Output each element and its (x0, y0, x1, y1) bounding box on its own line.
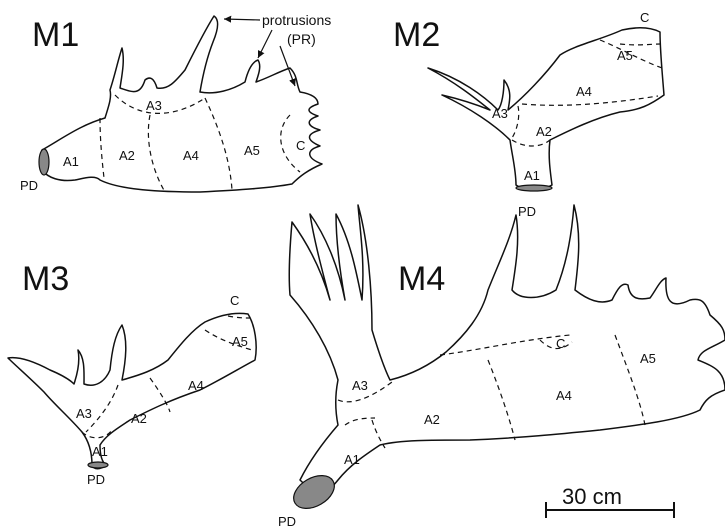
m2-zone-divider (620, 44, 660, 45)
m1-title: M1 (32, 16, 79, 54)
m4-a4-label: A4 (556, 388, 572, 403)
m4-antler-outline (289, 205, 725, 492)
m2-a5-label: A5 (617, 48, 633, 63)
m2-pd-label: PD (518, 204, 536, 219)
m4-zone-divider (615, 335, 645, 425)
protrusion-arrow (224, 19, 260, 20)
m1-a1-label: A1 (63, 154, 79, 169)
m4-c-label: C (556, 336, 565, 351)
protrusions-abbrev: (PR) (287, 31, 316, 47)
m2-zone-divider (512, 106, 519, 138)
m1-a5-label: A5 (244, 143, 260, 158)
m4-pedicle-cap (288, 469, 340, 515)
m2-pedicle-cap (516, 185, 552, 191)
m3-pd-label: PD (87, 472, 105, 487)
m1-a4-label: A4 (183, 148, 199, 163)
scale-bar: 30 cm (545, 484, 675, 518)
m1-antler-outline (42, 16, 322, 192)
m1-pd-label: PD (20, 178, 38, 193)
m3-a5-label: A5 (232, 334, 248, 349)
m2-a2-label: A2 (536, 124, 552, 139)
m1-a3-label: A3 (146, 98, 162, 113)
m3-a2-label: A2 (131, 411, 147, 426)
m3-a4-label: A4 (188, 378, 204, 393)
m2-title: M2 (393, 16, 440, 54)
m2-a4-label: A4 (576, 84, 592, 99)
m1-a2-label: A2 (119, 148, 135, 163)
m4-zone-divider (345, 418, 375, 425)
m1-zone-divider (205, 98, 232, 190)
m1-zone-divider (100, 118, 104, 178)
specimen-m4: M4 A1 A2 A3 A4 A5 C PD (278, 205, 725, 529)
m3-pedicle-cap (88, 462, 108, 468)
m1-c-label: C (296, 138, 305, 153)
m4-title: M4 (398, 260, 445, 298)
m3-zone-divider (228, 316, 250, 318)
m1-zone-divider (148, 115, 165, 192)
m3-c-label: C (230, 293, 239, 308)
m4-pd-label: PD (278, 514, 296, 529)
m3-title: M3 (22, 260, 69, 298)
m4-a1-label: A1 (344, 452, 360, 467)
m4-a2-label: A2 (424, 412, 440, 427)
m1-pedicle-cap (39, 149, 49, 175)
m2-c-label: C (640, 10, 649, 25)
specimen-m3: M3 A1 A2 A3 A4 A5 C PD (8, 260, 256, 487)
protrusions-annotation: protrusions (PR) (224, 12, 331, 86)
m3-antler-outline (8, 313, 256, 468)
protrusion-arrow (258, 30, 272, 58)
scale-bar-label: 30 cm (562, 484, 622, 509)
m4-a5-label: A5 (640, 351, 656, 366)
protrusions-label: protrusions (262, 12, 331, 28)
m2-a3-label: A3 (492, 106, 508, 121)
specimen-m2: M2 A1 A2 A3 A4 A5 C PD (393, 10, 664, 219)
protrusion-arrow (280, 46, 295, 86)
m2-a1-label: A1 (524, 168, 540, 183)
m4-zone-divider (488, 360, 515, 440)
m2-zone-divider (512, 140, 550, 146)
m3-zone-divider (150, 378, 170, 412)
m4-a3-label: A3 (352, 378, 368, 393)
m3-a1-label: A1 (92, 444, 108, 459)
m3-a3-label: A3 (76, 406, 92, 421)
specimen-m1: M1 A1 A2 A3 A4 A5 C PD (20, 16, 322, 193)
